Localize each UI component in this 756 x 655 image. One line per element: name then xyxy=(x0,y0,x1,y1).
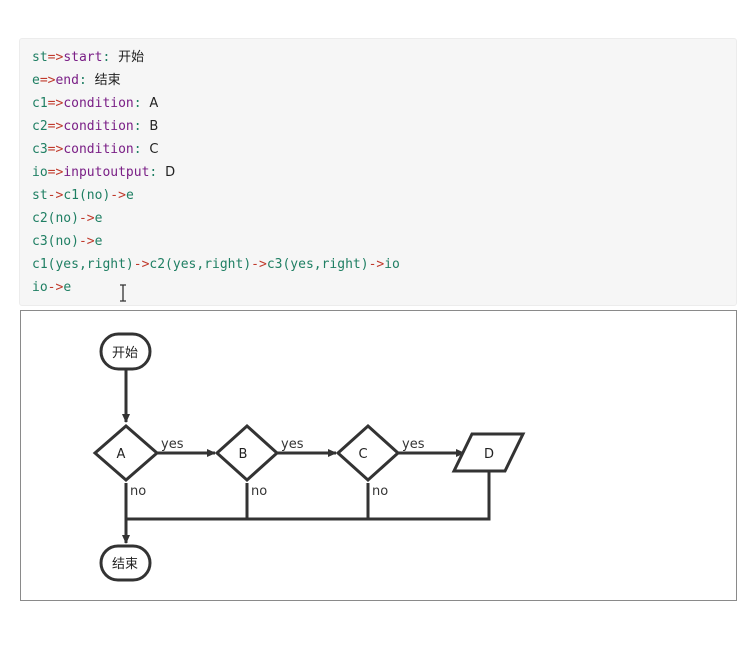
code-token: condition xyxy=(63,142,134,157)
code-token: c1 xyxy=(32,96,48,111)
code-line: c1=>condition: A xyxy=(32,94,158,114)
code-token: c1(yes,right) xyxy=(32,257,134,272)
code-token: : xyxy=(102,50,119,65)
code-token: -> xyxy=(368,257,385,272)
code-token: -> xyxy=(47,188,64,203)
code-line: io=>inputoutput: D xyxy=(32,163,175,183)
code-token: -> xyxy=(110,188,126,203)
code-line: st->c1(no)->e xyxy=(32,186,134,206)
flowchart-svg: 开始 结束 A B C D yes yes yes no no no xyxy=(92,332,526,582)
code-token: : xyxy=(133,142,150,157)
code-token: => xyxy=(47,50,64,65)
edge-b-no-label: no xyxy=(251,484,267,499)
condition-c-label: C xyxy=(358,447,367,462)
code-token: io xyxy=(32,280,48,295)
condition-c-node xyxy=(335,423,401,483)
edge-a-no-label: no xyxy=(130,484,146,499)
code-token: => xyxy=(47,142,64,157)
code-token: e xyxy=(32,73,40,88)
code-token: c2(no) xyxy=(32,211,79,226)
code-token: -> xyxy=(251,257,267,272)
code-token: c3(no) xyxy=(32,234,79,249)
code-token: 结束 xyxy=(94,73,121,88)
code-token: => xyxy=(47,119,64,134)
start-node xyxy=(99,332,152,371)
condition-a-label: A xyxy=(117,447,126,462)
code-token: => xyxy=(39,73,56,88)
code-token: B xyxy=(149,119,159,134)
code-token: 开始 xyxy=(118,50,145,65)
code-token: -> xyxy=(133,257,150,272)
code-token: => xyxy=(47,165,64,180)
flowchart-diagram: 开始 结束 A B C D yes yes yes no no no xyxy=(20,310,737,601)
edge-c-no-label: no xyxy=(372,484,388,499)
code-token: condition xyxy=(63,119,134,134)
code-token: : xyxy=(133,119,150,134)
code-line: c3(no)->e xyxy=(32,232,102,252)
code-line: c2(no)->e xyxy=(32,209,102,229)
code-line: c3=>condition: C xyxy=(32,140,159,160)
end-node-label: 结束 xyxy=(112,557,138,572)
code-token: c2 xyxy=(32,119,48,134)
code-line: c1(yes,right)->c2(yes,right)->c3(yes,rig… xyxy=(32,255,400,275)
code-token: D xyxy=(165,165,176,180)
io-d-node xyxy=(451,432,526,473)
code-token: c3 xyxy=(32,142,48,157)
code-line: c2=>condition: B xyxy=(32,117,158,137)
code-token: end xyxy=(55,73,79,88)
code-token: : xyxy=(133,96,150,111)
code-token: => xyxy=(47,96,64,111)
text-cursor-icon xyxy=(118,284,128,302)
code-token: c1(no) xyxy=(63,188,111,203)
start-node-label: 开始 xyxy=(112,346,138,361)
code-token: io xyxy=(384,257,400,272)
edge-c-yes-label: yes xyxy=(402,437,425,452)
condition-a-node xyxy=(92,424,160,482)
end-node xyxy=(99,544,152,582)
code-token: inputoutput xyxy=(63,165,150,180)
code-token: e xyxy=(94,211,103,226)
code-token: e xyxy=(63,280,72,295)
code-token: condition xyxy=(63,96,134,111)
code-token: -> xyxy=(78,234,95,249)
code-line: io->e xyxy=(32,278,71,298)
edge-d-to-end xyxy=(126,471,491,521)
code-token: -> xyxy=(78,211,95,226)
io-d-label: D xyxy=(484,447,494,462)
code-token: e xyxy=(94,234,103,249)
code-line: st=>start: 开始 xyxy=(32,48,144,68)
code-token: c2(yes,right) xyxy=(149,257,252,272)
code-token: c3(yes,right) xyxy=(266,257,369,272)
condition-b-node xyxy=(214,423,280,483)
code-token: : xyxy=(149,165,166,180)
condition-b-label: B xyxy=(239,447,248,462)
code-token: : xyxy=(78,73,95,88)
code-token: st xyxy=(32,188,48,203)
code-token: start xyxy=(63,50,103,65)
code-token: A xyxy=(149,96,159,111)
edge-a-yes-label: yes xyxy=(161,437,184,452)
code-token: e xyxy=(125,188,134,203)
code-token: C xyxy=(149,142,159,157)
code-token: st xyxy=(32,50,48,65)
edge-b-yes-label: yes xyxy=(281,437,304,452)
code-token: io xyxy=(32,165,48,180)
code-token: -> xyxy=(47,280,64,295)
code-line: e=>end: 结束 xyxy=(32,71,121,91)
